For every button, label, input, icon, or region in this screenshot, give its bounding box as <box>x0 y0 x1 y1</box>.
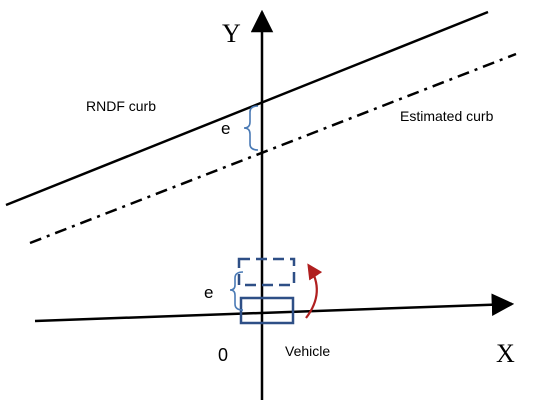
x-axis-label: X <box>496 339 515 368</box>
curb-offset-label: e <box>221 119 230 138</box>
estimated-curb-label: Estimated curb <box>400 108 494 124</box>
rotation-arrow <box>305 263 323 319</box>
rndf-curb-label: RNDF curb <box>86 98 156 114</box>
vehicle-label: Vehicle <box>285 343 330 359</box>
vehicle-box <box>239 296 295 325</box>
estimated-curb-line <box>29 52 517 245</box>
rndf-curb-line <box>5 10 489 207</box>
vehicle-estimated-box <box>237 257 296 287</box>
origin-label: 0 <box>218 345 228 365</box>
vehicle-offset-brace <box>229 271 244 311</box>
x-axis-line <box>34 293 515 323</box>
y-axis-label: Y <box>222 19 241 48</box>
curb-offset-brace <box>243 105 259 151</box>
vehicle-offset-label: e <box>204 283 213 302</box>
